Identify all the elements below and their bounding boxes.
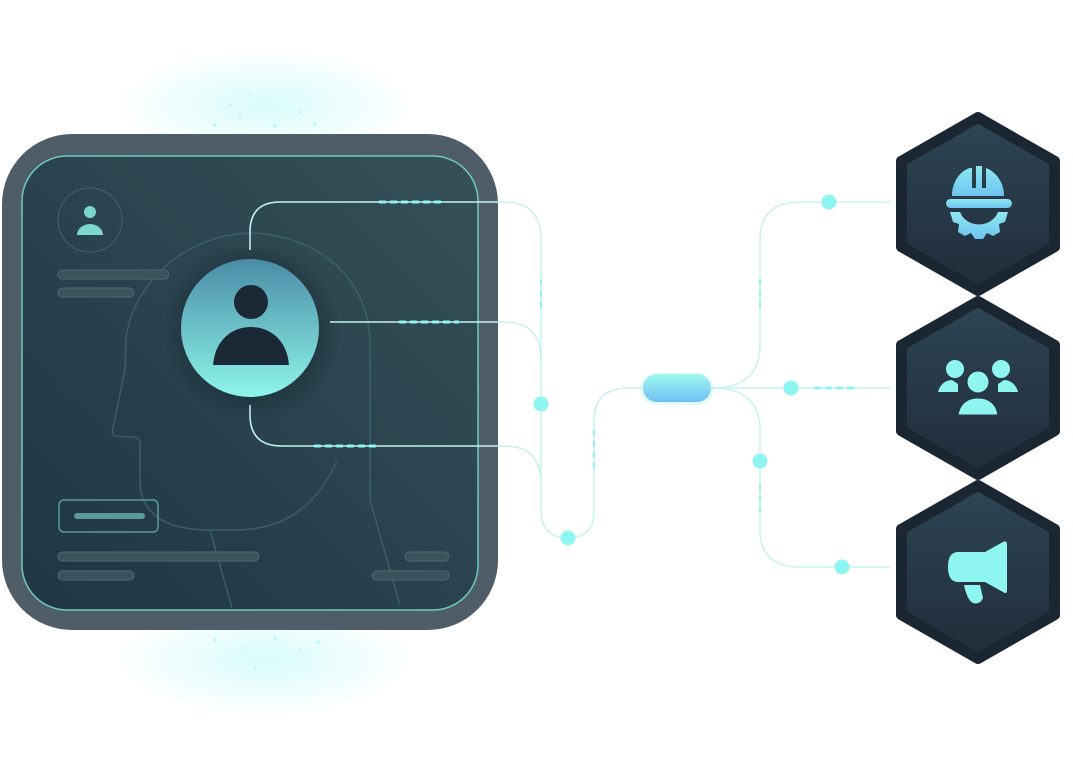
data-flow-dashes	[313, 200, 859, 516]
placeholder-button	[58, 499, 159, 533]
pill-hub[interactable]	[643, 374, 711, 402]
glow-particles	[213, 94, 320, 669]
head-silhouette	[111, 232, 401, 609]
hardhat-gear-icon	[946, 166, 1012, 239]
profile-card	[2, 134, 498, 630]
connector-nodes	[533, 194, 850, 575]
top-glow	[115, 50, 415, 160]
placeholder-lines	[57, 269, 450, 581]
category-hex-team[interactable]	[896, 296, 1060, 480]
megaphone-icon	[948, 541, 1007, 604]
placeholder-button-label	[74, 513, 145, 519]
category-hex-marketing[interactable]	[896, 480, 1060, 664]
bottom-glow	[115, 605, 415, 715]
group-users-icon	[938, 360, 1018, 418]
category-hex-engineering[interactable]	[896, 112, 1060, 296]
small-user-icon	[77, 206, 103, 235]
large-user-icon	[213, 285, 289, 365]
connectors	[249, 201, 890, 568]
small-avatar-frame	[57, 187, 123, 253]
